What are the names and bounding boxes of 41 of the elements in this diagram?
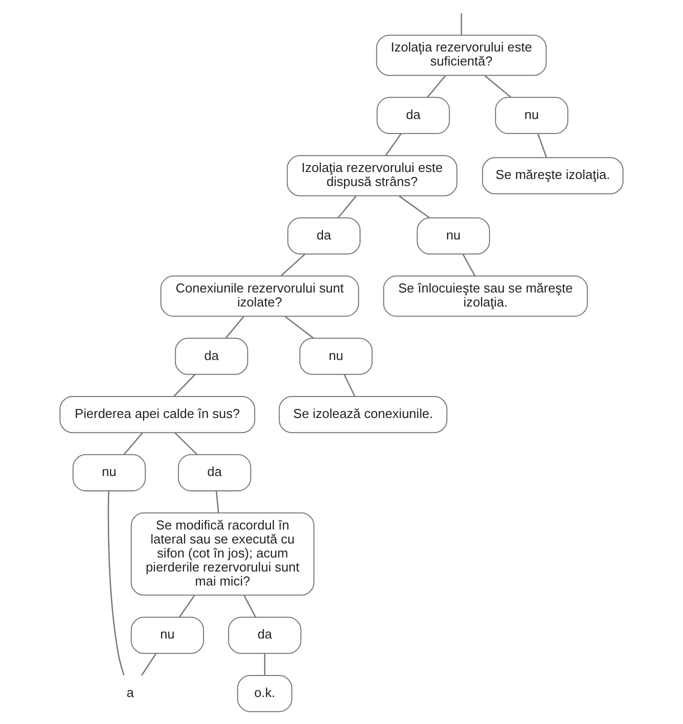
connector: [462, 254, 476, 276]
connector: [225, 316, 244, 339]
connector: [537, 133, 548, 158]
node-box: Conexiunile rezervorului sunt izolate?: [160, 276, 360, 317]
node-box: nu: [299, 338, 373, 375]
node-box: nu: [416, 217, 490, 254]
node-box: nu: [130, 616, 204, 654]
connector: [108, 490, 125, 676]
node-box: nu: [495, 96, 568, 134]
connector: [484, 75, 512, 98]
connector: [344, 374, 356, 397]
connector: [173, 374, 196, 397]
node-box: Se izolează conexiunile.: [278, 396, 448, 434]
connector: [123, 432, 144, 456]
node-text: a: [126, 684, 134, 700]
connector: [140, 653, 157, 676]
connector: [338, 196, 357, 218]
connector: [264, 654, 266, 676]
connector: [174, 432, 198, 456]
node-box: Se măreşte izolaţia.: [482, 157, 624, 194]
node-box: Izolaţia rezervorului este suficientă?: [376, 34, 547, 76]
connector: [244, 595, 256, 618]
node-box: Se înlocuieşte sau se măreşte izolaţia.: [383, 276, 588, 317]
node-box: da: [178, 454, 252, 492]
connector: [284, 316, 314, 339]
node-box: da: [228, 616, 302, 654]
node-box: Pierderea apei calde în sus?: [60, 396, 256, 434]
connector: [398, 196, 430, 218]
connector: [280, 254, 306, 276]
node-box: da: [376, 96, 450, 134]
node-box: Izolaţia rezervorului este dispusă strâns?: [286, 155, 458, 196]
connector: [216, 490, 220, 513]
connector: [426, 75, 446, 98]
connector: [178, 595, 195, 618]
node-box: nu: [72, 454, 146, 492]
connector: [460, 13, 462, 36]
node-box: da: [287, 217, 361, 254]
connector: [385, 133, 402, 156]
node-box: da: [174, 338, 248, 375]
node-box: Se modifică racordul în lateral sau se execută cu sifon (cot în jos); acum pierderile rezervorului sunt mai mici?: [130, 512, 314, 596]
node-box: o.k.: [237, 674, 292, 712]
